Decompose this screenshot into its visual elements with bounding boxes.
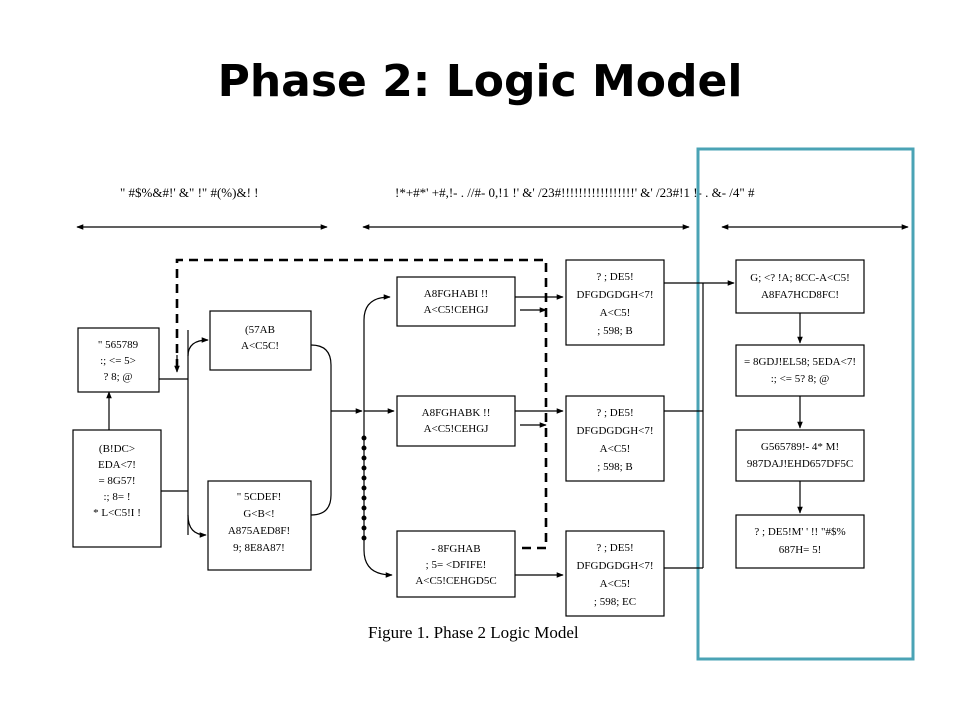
box-b8-line-3: A<C5! <box>600 307 631 319</box>
box-b13-line-2: 987DAJ!EHD657DF5C <box>747 458 853 470</box>
box-b4-line-2: G<B<! <box>243 508 274 520</box>
box-b7-line-1: - 8FGHAB <box>431 543 480 555</box>
box-b11: G; <? !A; 8CC-A<C5! A8FA7HCD8FC! <box>735 259 865 314</box>
box-b4-line-4: 9; 8E8A87! <box>233 542 285 554</box>
box-b9-line-3: A<C5! <box>600 443 631 455</box>
box-b9-line-1: ? ; DE5! <box>596 407 633 419</box>
box-b8-line-4: ; 598; B <box>597 325 632 337</box>
box-b3-line-2: A<C5C! <box>241 340 279 352</box>
box-b9-line-4: ; 598; B <box>597 461 632 473</box>
curve-to-b3 <box>187 337 209 357</box>
box-b9-line-2: DFGDGDGH<7! <box>576 425 653 437</box>
branch-col3 <box>363 294 391 321</box>
box-b4: " 5CDEF! G<B<! A875AED8F! 9; 8E8A87! <box>207 480 312 571</box>
box-b3: (57AB A<C5C! <box>209 310 312 371</box>
box-b5-line-2: A<C5!CEHGJ <box>424 304 490 316</box>
box-b2-line-5: * L<C5!I ! <box>93 507 141 519</box>
box-b12-line-2: :; <= 5? 8; @ <box>771 373 830 385</box>
curve-to-b7 <box>363 549 393 578</box>
box-b14: ? ; DE5!M' ' !! "#$% 687H= 5! <box>735 514 865 569</box>
box-b10: ? ; DE5! DFGDGDGH<7! A<C5! ; 598; EC <box>565 530 665 617</box>
box-b10-line-3: A<C5! <box>600 578 631 590</box>
box-b2: (B!DC> EDA<7! = 8G57! :; 8= ! * L<C5!I ! <box>72 429 162 548</box>
curve-to-b4 <box>187 514 207 538</box>
box-b10-line-2: DFGDGDGH<7! <box>576 560 653 572</box>
feedback-loop-dashed <box>175 258 548 550</box>
box-b12: = 8GDJ!EL58; 5EDA<7! :; <= 5? 8; @ <box>735 344 865 397</box>
box-b12-line-1: = 8GDJ!EL58; 5EDA<7! <box>744 356 856 368</box>
highlight-frame <box>696 147 915 661</box>
box-b8-line-1: ? ; DE5! <box>596 271 633 283</box>
box-b10-line-4: ; 598; EC <box>594 596 636 608</box>
dotted-connector <box>361 435 367 541</box>
column-header-1: " #$%&#!' &" !" #(%)&! ! <box>120 185 258 200</box>
box-b7-line-3: A<C5!CEHGD5C <box>415 575 496 587</box>
box-b6-line-2: A<C5!CEHGJ <box>424 423 490 435</box>
box-b2-line-3: = 8G57! <box>98 475 135 487</box>
box-b4-line-1: " 5CDEF! <box>237 491 282 503</box>
box-b7: - 8FGHAB ; 5= <DFIFE! A<C5!CEHGD5C <box>396 530 516 598</box>
box-b8: ? ; DE5! DFGDGDGH<7! A<C5! ; 598; B <box>565 259 665 346</box>
box-b1-line-1: " 565789 <box>98 339 139 351</box>
box-b14-line-2: 687H= 5! <box>779 544 822 556</box>
merge-right <box>310 344 332 516</box>
box-b3-line-1: (57AB <box>245 324 275 336</box>
slide-title: Phase 2: Logic Model <box>217 56 743 107</box>
box-b11-line-1: G; <? !A; 8CC-A<C5! <box>750 272 849 284</box>
box-b6-line-1: A8FGHABK !! <box>422 407 491 419</box>
box-b1-line-2: :; <= 5> <box>100 355 136 367</box>
box-b13-line-1: G565789!- 4* M! <box>761 441 839 453</box>
box-b10-line-1: ? ; DE5! <box>596 542 633 554</box>
box-b13: G565789!- 4* M! 987DAJ!EHD657DF5C <box>735 429 865 482</box>
box-b4-line-3: A875AED8F! <box>228 525 290 537</box>
box-b5: A8FGHABI !! A<C5!CEHGJ <box>396 276 516 327</box>
column-header-2: !*+#*' +#,!- . //#- 0,!1 !' &' /23#!!!!!… <box>395 185 755 200</box>
box-b6: A8FGHABK !! A<C5!CEHGJ <box>396 395 516 447</box>
box-b8-line-2: DFGDGDGH<7! <box>576 289 653 301</box>
box-b11-line-2: A8FA7HCD8FC! <box>761 289 839 301</box>
box-b1-line-3: ? 8; @ <box>103 371 132 383</box>
box-b5-line-1: A8FGHABI !! <box>424 288 488 300</box>
box-b7-line-2: ; 5= <DFIFE! <box>426 559 487 571</box>
box-b9: ? ; DE5! DFGDGDGH<7! A<C5! ; 598; B <box>565 395 665 482</box>
box-b1: " 565789 :; <= 5> ? 8; @ <box>77 327 160 393</box>
box-b2-line-2: EDA<7! <box>98 459 136 471</box>
box-b2-line-4: :; 8= ! <box>104 491 131 503</box>
box-b2-line-1: (B!DC> <box>99 443 135 455</box>
figure-caption: Figure 1. Phase 2 Logic Model <box>368 623 579 642</box>
box-b14-line-1: ? ; DE5!M' ' !! "#$% <box>754 526 845 538</box>
